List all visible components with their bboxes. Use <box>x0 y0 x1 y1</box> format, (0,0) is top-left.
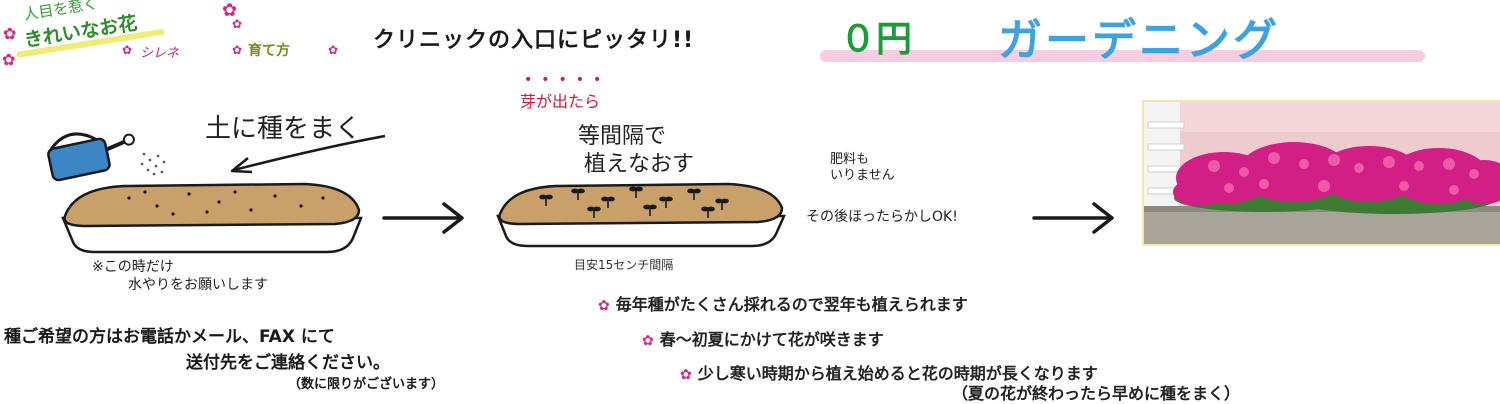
contact-line1: 種ご希望の方はお電話かメール、FAX にて <box>4 327 335 347</box>
flower-icon: ✿ <box>3 24 17 43</box>
flower-icon: ✿ <box>2 50 16 69</box>
tip-item-1: ✿ 毎年種がたくさん採れるので翌年も植えられます <box>598 291 968 315</box>
quantity-limit-note: （数に限りがございます） <box>288 377 445 392</box>
header-subtitle: クリニックの入口にピッタリ!! <box>373 28 695 53</box>
step1-note-line2: 水やりをお願いします <box>128 277 268 293</box>
arrow-down-left-icon <box>230 134 386 174</box>
step2-emphasis-dots: ••••• <box>524 72 611 88</box>
flower-icon: ✿ <box>598 298 610 314</box>
title-highlight <box>820 50 1425 62</box>
leave-it-label: その後ほったらかしOK! <box>806 209 958 225</box>
flower-icon: ✿ <box>680 367 692 383</box>
step2-spacing-note: 目安15センチ間隔 <box>574 258 674 272</box>
main-title: ０円 ガーデニング <box>820 2 1430 68</box>
contact-line2: 送付先をご連絡ください。 <box>186 353 390 373</box>
badge-plant-name: シレネ <box>140 46 180 61</box>
tip-text: 毎年種がたくさん採れるので翌年も植えられます <box>615 295 968 314</box>
step2-label-line2: 植えなおす <box>584 152 695 177</box>
flower-planter-photo <box>1142 100 1500 246</box>
step2-label-line1: 等間隔で <box>578 124 667 149</box>
flower-icon: ✿ <box>328 43 339 57</box>
tip-item-3: ✿ 少し寒い時期から植え始めると花の時期が長くなります <box>680 360 1098 384</box>
step1-label: 土に種をまく <box>205 114 362 144</box>
flower-icon: ✿ <box>222 0 238 21</box>
planter-with-seeds <box>61 182 363 254</box>
tip-text: 少し寒い時期から植え始めると花の時期が長くなります <box>697 364 1098 383</box>
no-fertilizer-line2: いりません <box>830 168 895 183</box>
title-yen: ０円 <box>840 19 913 60</box>
step2-sprout-label: 芽が出たら <box>520 92 601 111</box>
step1-note-line1: ※この時だけ <box>92 259 174 275</box>
no-fertilizer-line1: 肥料も <box>830 152 870 167</box>
flower-icon: ✿ <box>122 43 133 57</box>
tip-item-2: ✿ 春～初夏にかけて花が咲きます <box>642 326 884 350</box>
flower-icon: ✿ <box>642 333 654 349</box>
flower-icon: ✿ <box>232 17 243 31</box>
arrow-right-icon <box>382 202 464 234</box>
tip-text: 春～初夏にかけて花が咲きます <box>659 330 884 349</box>
arrow-right-icon <box>1032 202 1114 234</box>
tip-item-3-note: （夏の花が終わったら早めに種をまく） <box>952 384 1241 403</box>
watering-can-icon <box>47 132 166 182</box>
badge-grow-label: 育て方 <box>248 43 290 59</box>
flower-icon: ✿ <box>232 43 243 57</box>
title-main-text: ガーデニング <box>998 15 1280 66</box>
planter-with-sprouts <box>496 182 786 248</box>
flower-bed-image <box>1144 102 1500 244</box>
